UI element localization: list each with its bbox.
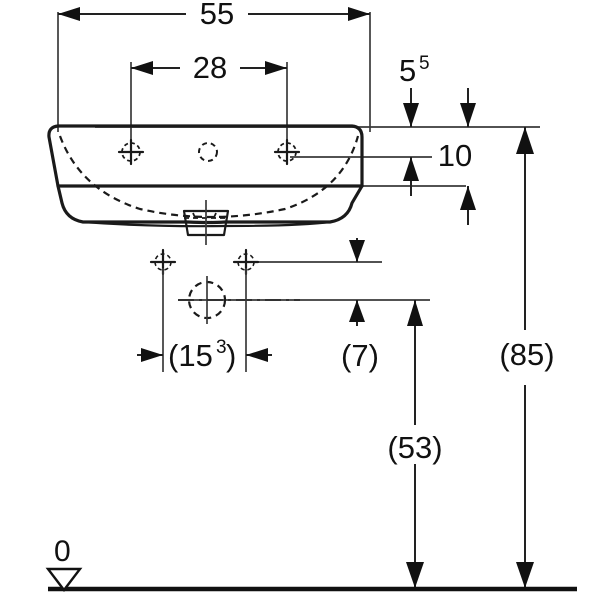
- basin-hidden-bowl-profile: [58, 135, 360, 219]
- dimension-label-rim-top-offset-superscript: 5: [419, 53, 430, 74]
- dimension-rim-top-offset: 5 5: [399, 53, 476, 127]
- dimension-label-trap-height: (53): [387, 430, 442, 465]
- dimension-label-drain-offset: (15: [168, 338, 213, 373]
- dimension-overall-width: 55: [58, 0, 370, 34]
- dimension-label-rim-height: 10: [438, 138, 472, 173]
- waste-outlet: [178, 276, 300, 324]
- dimension-label-drain-offset-close: ): [226, 338, 236, 373]
- dimension-label-mounting-height: (85): [499, 337, 554, 372]
- dimension-rim-height: 10: [403, 135, 478, 225]
- dimension-trap-height: (53): [378, 300, 454, 588]
- dimension-label-drain-offset-superscript: 3: [216, 337, 227, 358]
- datum-marker: 0: [45, 535, 83, 592]
- dimension-trap-offset: (7): [341, 238, 379, 373]
- datum-triangle-icon: [45, 567, 83, 592]
- dimension-label-trap-offset: (7): [341, 338, 379, 373]
- drain-box: [182, 200, 230, 245]
- dimension-drain-offset: (15 3 ): [137, 337, 272, 373]
- dimension-label-tap-hole-spacing: 28: [193, 50, 227, 85]
- tap-hole-right: [273, 138, 301, 166]
- dimension-label-rim-top-offset: 5: [399, 53, 416, 88]
- dimension-mounting-height: (85): [489, 127, 565, 588]
- tap-hole-left: [117, 138, 145, 166]
- dimension-tap-hole-spacing: 28: [131, 48, 287, 88]
- dimension-label-overall-width: 55: [200, 0, 234, 31]
- datum-label: 0: [54, 535, 71, 568]
- overflow-hole: [198, 142, 218, 162]
